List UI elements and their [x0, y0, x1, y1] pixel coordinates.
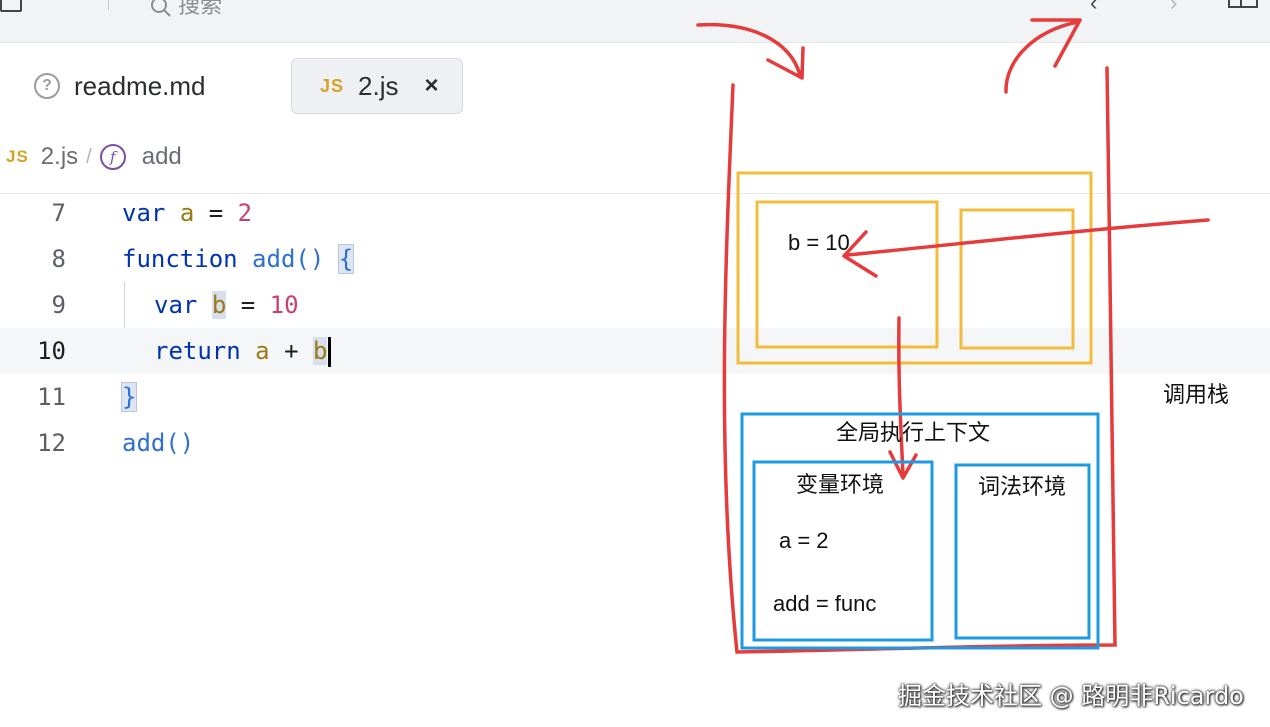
variable-env-box — [752, 460, 934, 642]
toolbar-separator — [108, 0, 109, 10]
breadcrumb-symbol[interactable]: add — [141, 143, 182, 170]
code-text: return a + b — [154, 328, 332, 374]
editor-divider — [0, 193, 1270, 194]
search-button[interactable]: 搜索 — [150, 0, 222, 20]
call-stack-outline — [722, 66, 1117, 654]
close-icon[interactable]: × — [424, 72, 439, 99]
code-line[interactable]: 8 function add() { — [0, 236, 1270, 282]
code-editor[interactable]: 7 var a = 2 8 function add() { 9 var b =… — [0, 190, 1270, 470]
variable-env-item: a = 2 — [779, 528, 829, 553]
code-text: } — [120, 382, 138, 412]
function-icon: f — [99, 144, 126, 170]
code-text: var a = 2 — [122, 199, 253, 227]
line-number: 10 — [37, 337, 66, 365]
code-line[interactable]: 11 } — [0, 374, 1270, 420]
function-variable-env-box — [755, 200, 939, 349]
breadcrumb: JS 2.js / f add — [6, 140, 182, 174]
code-line-current[interactable]: 10 return a + b — [0, 328, 1270, 374]
js-file-icon: JS — [6, 147, 29, 166]
function-context-box — [736, 171, 1093, 365]
function-var-b: b = 10 — [788, 230, 850, 255]
search-label: 搜索 — [178, 0, 223, 18]
line-number: 7 — [51, 199, 66, 227]
pop-arrow-icon — [1004, 20, 1080, 94]
chevron-left-icon[interactable]: ‹ — [1090, 0, 1098, 15]
scope-arrow-icon — [897, 316, 905, 477]
lookup-arrow-icon — [846, 218, 1210, 257]
sidebar-toggle-icon[interactable] — [0, 0, 22, 12]
tab-label: readme.md — [74, 70, 206, 101]
tab-readme[interactable]: ? readme.md — [30, 58, 206, 114]
global-context-title: 全局执行上下文 — [836, 420, 990, 445]
variable-env-title: 变量环境 — [796, 472, 884, 497]
line-number: 11 — [37, 383, 66, 411]
call-stack-label: 调用栈 — [1163, 382, 1229, 407]
breadcrumb-separator: / — [86, 145, 92, 168]
chevron-right-icon[interactable]: › — [1170, 0, 1178, 15]
code-line[interactable]: 12 add() — [0, 420, 1270, 466]
tab-2js[interactable]: JS 2.js × — [291, 58, 463, 114]
text-caret — [328, 337, 332, 367]
line-number: 8 — [51, 245, 66, 273]
question-icon: ? — [34, 73, 60, 99]
lexical-env-box — [954, 463, 1091, 640]
code-text: add() — [122, 429, 195, 457]
lexical-env-title: 词法环境 — [978, 474, 1066, 499]
search-icon — [151, 0, 171, 17]
code-line[interactable]: 9 var b = 10 — [0, 282, 1270, 328]
code-text: var b = 10 — [154, 291, 299, 319]
variable-env-item: add = func — [773, 591, 876, 616]
push-arrow-icon — [696, 22, 802, 77]
code-text: function add() { — [122, 244, 355, 274]
js-file-icon: JS — [320, 75, 345, 96]
tab-label: 2.js — [358, 70, 399, 101]
line-number: 9 — [51, 291, 66, 319]
line-number: 12 — [37, 429, 66, 457]
function-lexical-env-box — [959, 208, 1075, 350]
watermark: 掘金技术社区 @ 路明非Ricardo — [898, 682, 1244, 710]
global-context-box — [740, 412, 1100, 650]
code-line[interactable]: 7 var a = 2 — [0, 190, 1270, 236]
layout-icon[interactable] — [1228, 0, 1258, 8]
breadcrumb-file[interactable]: 2.js — [40, 143, 79, 170]
